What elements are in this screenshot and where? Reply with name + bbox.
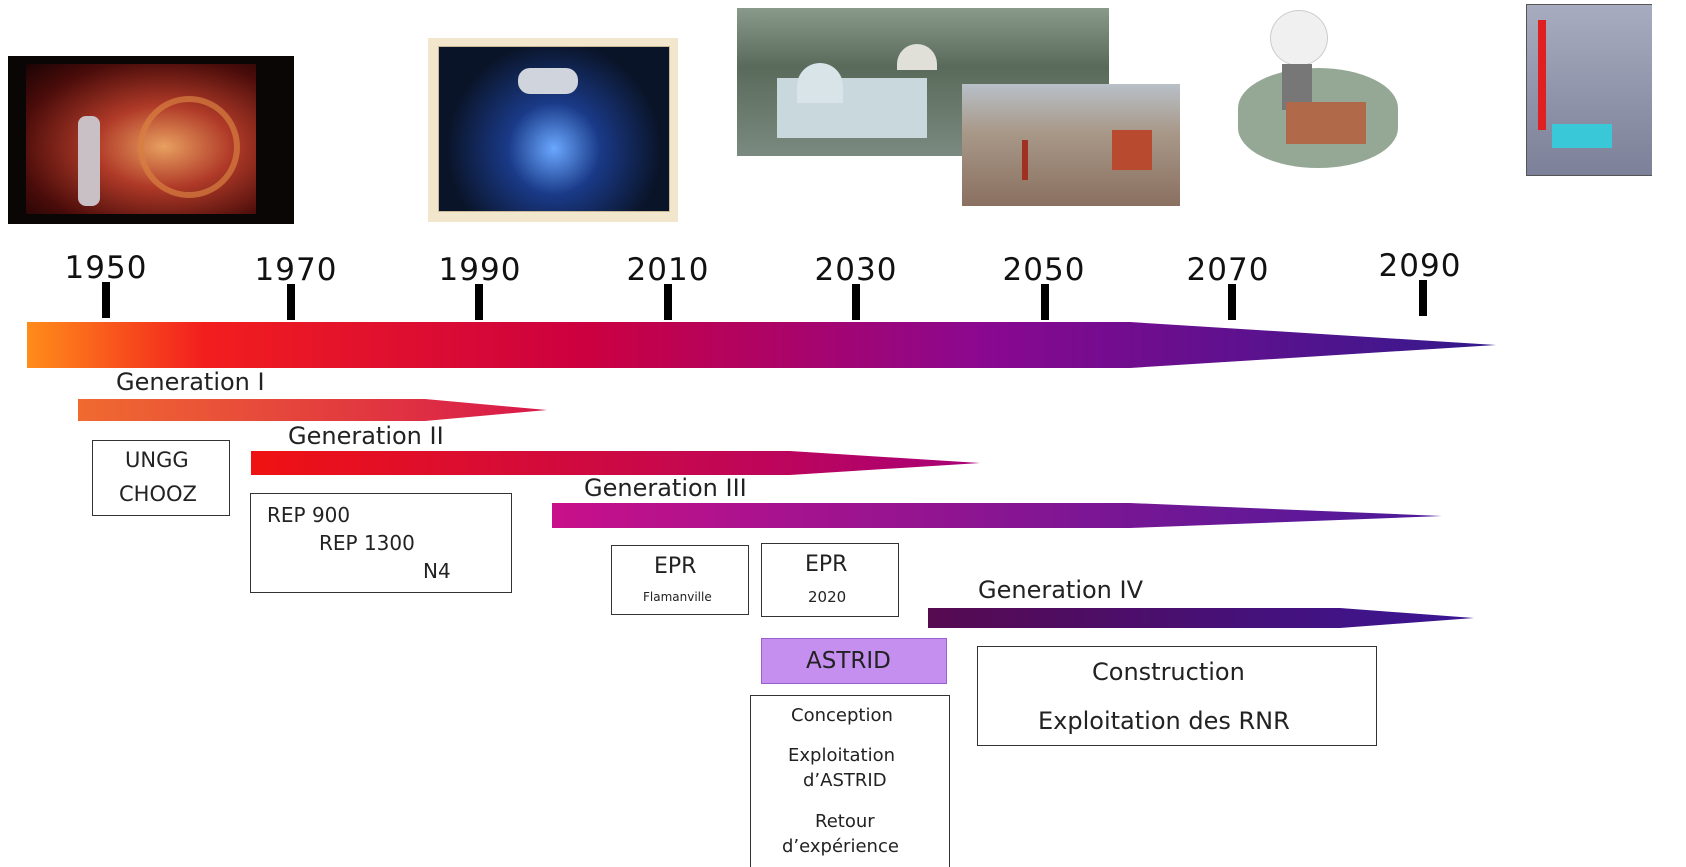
- rnr-exploitation-label: Exploitation des RNR: [1038, 707, 1290, 735]
- year-tick: [852, 284, 860, 320]
- rnr-box: Construction Exploitation des RNR: [977, 646, 1377, 746]
- year-label: 2030: [814, 252, 898, 288]
- astrid-step: Conception: [791, 705, 893, 726]
- gen1-reactor-box: UNGG CHOOZ: [92, 440, 230, 516]
- gen2-arrow: [251, 451, 980, 475]
- year-label: 2090: [1378, 248, 1462, 284]
- gen3-label: Generation III: [584, 474, 747, 502]
- gen2-reactor-box: REP 900 REP 1300 N4: [250, 493, 512, 593]
- reactor-label: REP 1300: [319, 531, 415, 555]
- year-label: 2050: [1002, 252, 1086, 288]
- year-tick: [664, 284, 672, 320]
- year-tick: [102, 282, 110, 318]
- gen1-arrow: [78, 399, 547, 421]
- gen2-label: Generation II: [288, 422, 444, 450]
- gen4-plant-illustration: [1228, 6, 1404, 178]
- gen1-label: Generation I: [116, 368, 265, 396]
- year-label: 2010: [626, 252, 710, 288]
- reactor-label: REP 900: [267, 503, 351, 527]
- year-tick: [1228, 284, 1236, 320]
- astrid-step: d’ASTRID: [803, 770, 887, 791]
- epr-subtitle: 2020: [808, 588, 847, 606]
- epr-title: EPR: [654, 554, 697, 579]
- astrid-label: ASTRID: [806, 648, 891, 674]
- construction-label: Construction: [1092, 658, 1245, 686]
- year-tick: [1041, 284, 1049, 320]
- reactor-label: UNGG: [125, 448, 189, 472]
- year-label: 2070: [1186, 252, 1270, 288]
- astrid-step: d’expérience: [782, 836, 899, 857]
- epr-flamanville-box: EPR Flamanville: [611, 545, 749, 615]
- year-label: 1990: [438, 252, 522, 288]
- gen3-arrow: [552, 503, 1442, 528]
- year-tick: [287, 284, 295, 320]
- gen2-reactor-photo: [428, 38, 678, 222]
- epr-subtitle: Flamanville: [643, 590, 712, 604]
- astrid-step: Retour: [815, 811, 875, 832]
- gen3-plant-photo: [737, 8, 1109, 156]
- gen1-reactor-photo: [8, 56, 294, 224]
- gen4-label: Generation IV: [978, 576, 1144, 604]
- reactor-label: CHOOZ: [119, 482, 197, 506]
- epr-title: EPR: [805, 552, 848, 577]
- year-tick: [1419, 280, 1427, 316]
- year-tick: [475, 284, 483, 320]
- year-label: 1970: [254, 252, 338, 288]
- reactor-vessel-diagram: [1476, 4, 1652, 176]
- astrid-steps-box: Conception Exploitation d’ASTRID Retour …: [750, 695, 950, 867]
- year-label: 1950: [64, 250, 148, 286]
- astrid-step: Exploitation: [788, 745, 896, 766]
- construction-site-photo: [962, 84, 1180, 206]
- epr-2020-box: EPR 2020: [761, 543, 899, 617]
- astrid-box: ASTRID: [761, 638, 947, 684]
- gen4-arrow: [928, 608, 1474, 628]
- reactor-label: N4: [423, 559, 451, 583]
